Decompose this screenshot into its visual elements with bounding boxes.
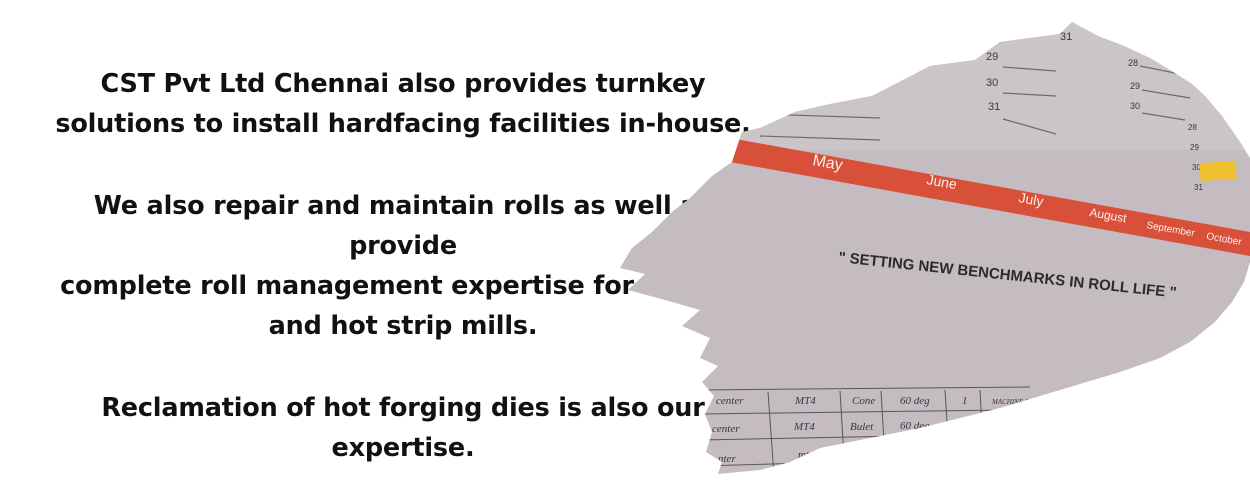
sticky-note [1199,160,1237,182]
paragraph-forging-dies: Reclamation of hot forging dies is also … [38,388,768,468]
table-cell: Bulet [850,421,874,433]
month-band [730,138,1250,256]
table-cell: MT4 [793,421,815,433]
date-label: 30 [1192,163,1201,172]
month-label: August [1088,205,1128,225]
paragraph-roll-management: We also repair and maintain rolls as wel… [38,186,768,346]
table-cell: 1 [962,395,968,407]
text-line: Reclamation of hot forging dies is also … [101,393,705,423]
description-text: CST Pvt Ltd Chennai also provides turnke… [38,64,768,468]
date-label: 29 [1190,143,1199,152]
table-cell: mt4 [798,449,815,461]
text-line: and hot strip mills. [268,311,538,341]
month-label: July [1017,189,1044,209]
paragraph-turnkey: CST Pvt Ltd Chennai also provides turnke… [38,64,768,144]
text-line: expertise. [331,433,475,463]
text-line: We also repair and maintain rolls as wel… [93,191,713,261]
date-label: 30 [986,77,998,89]
month-label: May [811,152,844,174]
date-label: 30 [1130,101,1140,111]
table-cell: Cone [852,395,875,407]
month-label: June [925,171,958,192]
table-cell: MT4 [794,395,816,407]
table-cell: center [716,395,744,407]
date-label: 29 [1130,81,1140,91]
text-line: solutions to install hardfacing faciliti… [55,109,751,139]
table-cell: center [712,423,740,435]
date-label: 28 [1188,123,1197,132]
date-label: 28 [1128,58,1138,68]
board-highlight [620,22,1250,150]
table-cell: nter [718,453,736,465]
date-label: 31 [1194,183,1203,192]
text-line: complete roll management expertise for c… [60,271,746,301]
table-cell: 2 [962,419,968,431]
date-label: 31 [988,101,1000,113]
table-cell: MACHINE SHOP [991,398,1043,406]
date-label: 31 [1060,31,1072,43]
table-cell: 60 deg [900,395,930,407]
text-line: CST Pvt Ltd Chennai also provides turnke… [100,69,706,99]
date-label: 29 [986,51,998,63]
table-cell: 60 deg [900,420,930,432]
